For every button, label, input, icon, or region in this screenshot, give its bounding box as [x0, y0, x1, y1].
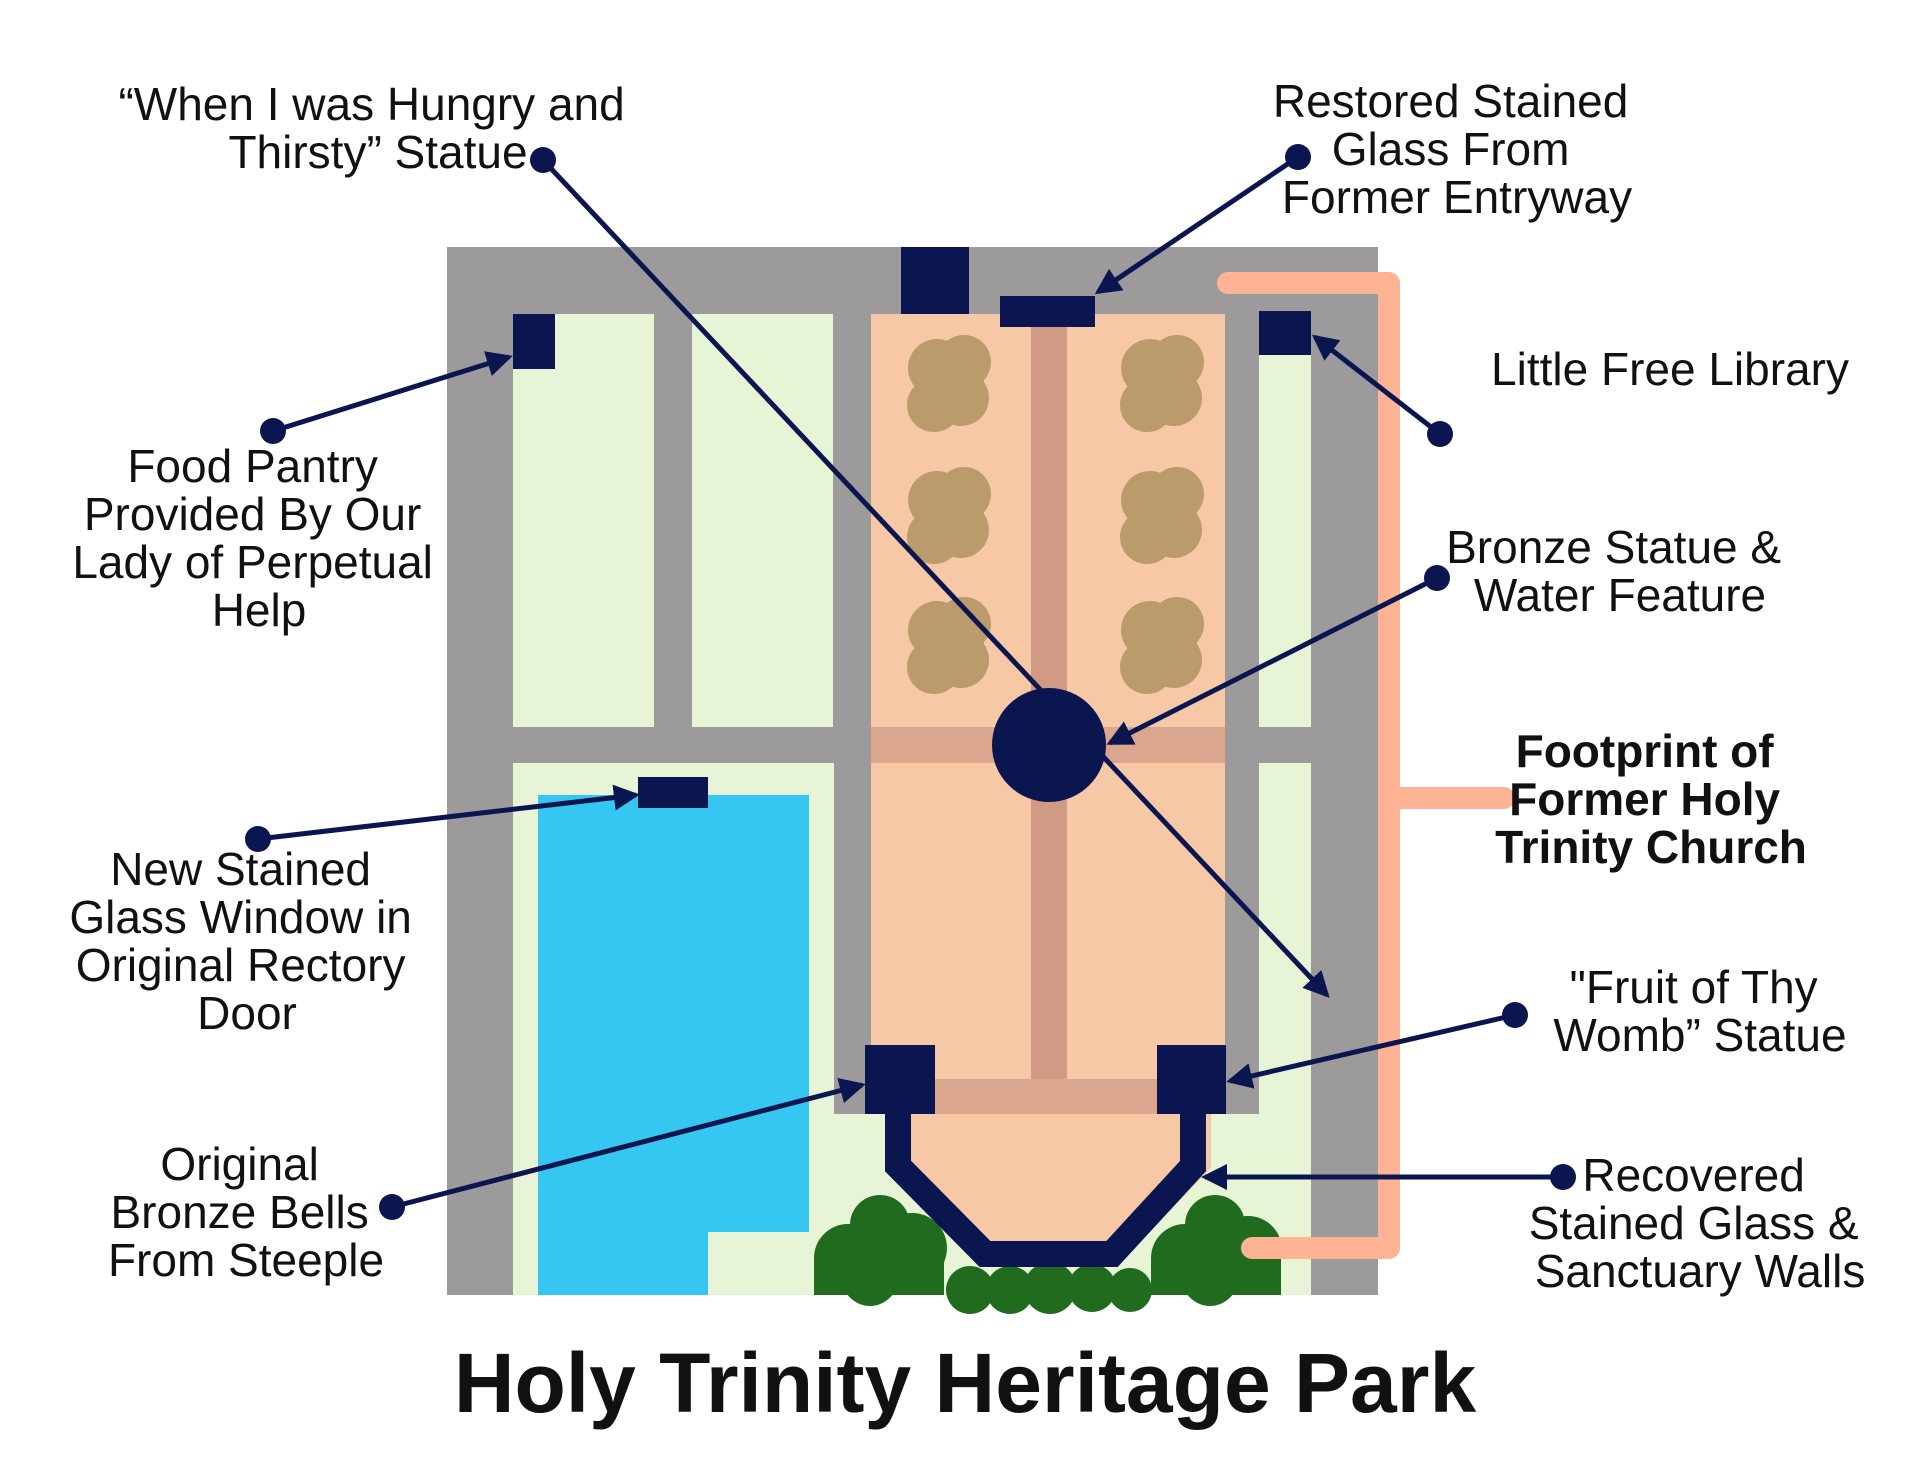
navy-dot-marker-icon [1285, 144, 1311, 170]
navy-dot-marker-icon [379, 1194, 405, 1220]
navy-dot-marker-icon [1502, 1002, 1528, 1028]
bronze-statue-water-feature [992, 688, 1106, 802]
bronze-bells-block [865, 1045, 935, 1114]
bush-icon [946, 1262, 1152, 1314]
leader-hungry-statue [541, 158, 1330, 998]
lawn-top-right [1259, 314, 1311, 727]
label-free-library: Little Free Library [1491, 343, 1849, 395]
label-hungry-statue: “When I was Hungry and Thirsty” Statue [118, 78, 637, 178]
leader-bronze-bells [391, 1077, 866, 1210]
little-free-library-box [1259, 311, 1311, 355]
shrub-icon [1120, 467, 1204, 564]
fruit-of-thy-womb-statue [1157, 1045, 1226, 1114]
leader-food-pantry [272, 351, 513, 434]
restored-stained-glass [1000, 296, 1095, 327]
entryway-tower-block [901, 247, 969, 314]
label-fruit-statue: "Fruit of Thy Womb” Statue [1553, 961, 1846, 1061]
label-bronze-bells: Original Bronze Bells From Steeple [108, 1138, 384, 1286]
label-new-glass: New Stained Glass Window in Original Rec… [69, 843, 424, 1039]
leader-fruit-statue [1226, 1012, 1516, 1089]
shrub-icon [1120, 597, 1204, 694]
navy-dot-marker-icon [260, 418, 286, 444]
bush-icon [814, 1195, 947, 1306]
leader-free-library [1311, 334, 1442, 436]
shrub-icon [907, 467, 991, 564]
leader-restored-glass [1094, 154, 1300, 295]
label-bronze-statue: Bronze Statue & Water Feature [1446, 521, 1794, 621]
sanctuary-walls [885, 1114, 1206, 1267]
page-title: Holy Trinity Heritage Park [454, 1336, 1477, 1430]
new-stained-glass-window [638, 777, 708, 808]
label-recovered-glass: Recovered Stained Glass & Sanctuary Wall… [1529, 1149, 1872, 1297]
lawn-top-center [692, 314, 833, 727]
food-pantry-box [513, 314, 555, 369]
leader-new-glass [257, 784, 640, 842]
shrub-icon [1120, 335, 1204, 432]
shrub-icon [907, 335, 991, 432]
navy-dot-marker-icon [1550, 1164, 1576, 1190]
lawn-top-left [513, 314, 654, 727]
label-footprint: Footprint of Former Holy Trinity Church [1495, 725, 1807, 873]
navy-dot-marker-icon [1424, 565, 1450, 591]
water-feature-pool [538, 795, 809, 1295]
leader-lines [257, 154, 1563, 1210]
marker-dots [245, 144, 1576, 1220]
navy-dot-marker-icon [1427, 421, 1453, 447]
shrub-icon [907, 597, 991, 694]
navy-dot-marker-icon [245, 826, 271, 852]
navy-dot-marker-icon [530, 147, 556, 173]
leader-bronze-statue [1106, 575, 1439, 746]
label-food-pantry: Food Pantry Provided By Our Lady of Perp… [72, 440, 445, 636]
footprint-bracket [1217, 272, 1515, 1259]
label-restored-glass: Restored Stained Glass From Former Entry… [1273, 75, 1641, 223]
